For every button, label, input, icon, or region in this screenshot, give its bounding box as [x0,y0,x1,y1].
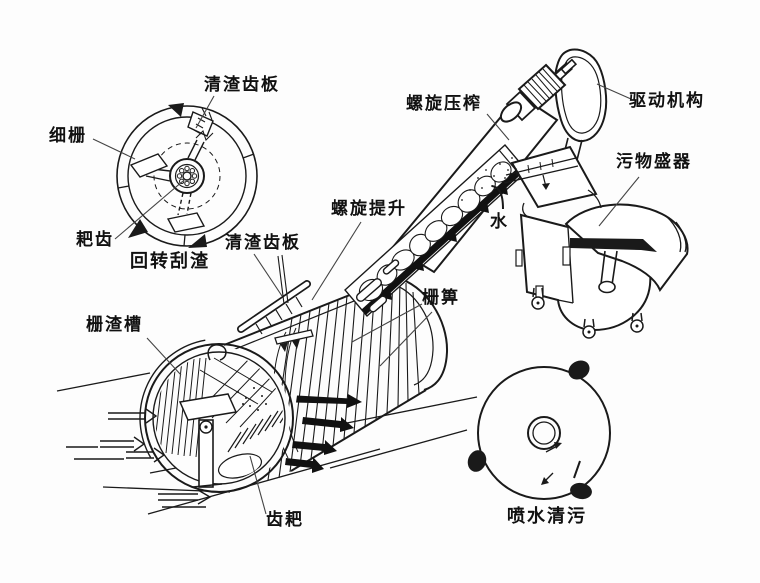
screenings-discharge-arrows [285,394,362,473]
label-fine-screen: 细栅 [49,126,87,146]
label-detail-scraper-plate: 清渣齿板 [204,75,280,95]
discharge-chute [491,145,602,218]
leader-screenings-trough [146,337,182,376]
motor-face [499,101,523,123]
label-water-spray-cleaning: 喷水清污 [507,506,587,527]
label-tooth-rake: 齿耙 [266,510,304,530]
label-water: 水 [490,212,509,232]
label-grate-bars: 栅箅 [422,288,460,308]
rake-arm [192,419,223,488]
lid-strut [600,250,618,286]
stipple-dots [237,387,267,411]
label-drive-mechanism: 驱动机构 [629,91,705,111]
spray-nozzles [467,360,592,500]
rotation-arrowheads [128,103,207,248]
rotary-scraper-detail [116,103,258,248]
mounting-plate [554,48,608,143]
leader-screw-press [486,113,510,141]
inlet-slots [355,259,400,313]
leader-grate-bars-1 [351,303,423,343]
inclined-screen-hatch [227,393,283,453]
leader-drive-mechanism [596,83,632,100]
upper-scraper-plate [274,329,314,345]
spray-cleaning-detail [467,360,611,500]
label-screenings-trough: 栅渣槽 [86,315,143,335]
gear-motor [499,63,567,123]
leader-drum-scraper-plate [253,253,283,297]
leader-fine-screen [92,138,136,160]
label-rake-teeth: 耙齿 [76,230,114,250]
deflector-plate [178,393,238,421]
lid-support-bar [570,238,657,252]
comb-teeth [255,296,303,335]
scraper-arms [129,107,214,233]
label-drum-scraper-plate: 清渣齿板 [225,233,301,253]
screw-conveyor [344,93,559,318]
leader-screw-lift [311,221,362,301]
leader-detail-scraper-plate [195,95,215,129]
dashed-pitch-circle [153,142,221,210]
label-rotary-scraping: 回转刮渣 [130,251,210,272]
water-drain-pipe [491,185,504,210]
bottom-opening [217,453,263,479]
leader-waste-container [598,176,640,227]
residue-trough-hook [207,344,227,361]
drum-interior [155,354,283,479]
leader-rake-teeth [114,180,184,240]
label-screw-lift: 螺旋提升 [331,199,407,219]
waste-cart [515,203,689,339]
hub-gear [169,158,205,194]
channel-lines [56,372,478,515]
leader-tooth-rake [249,455,267,515]
leader-lines [92,83,640,515]
drum-scraper-bar [237,254,314,352]
leader-grate-bars-2 [379,311,433,367]
label-waste-container: 污物盛器 [616,152,692,172]
drum-front-ring [139,339,294,493]
screen-drum-body [223,276,449,481]
water-flow-arrows [66,408,212,508]
casters [531,287,644,339]
label-screw-press: 螺旋压榨 [406,94,482,114]
debris-band [344,143,528,318]
